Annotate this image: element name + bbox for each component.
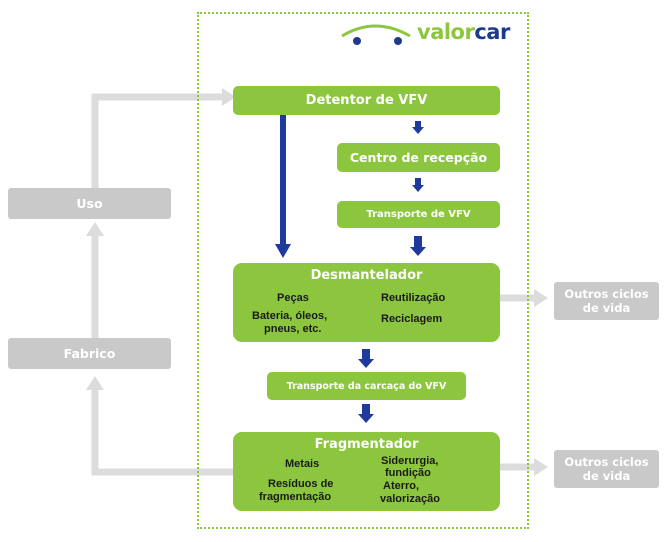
box-centro-label: Centro de recepção — [349, 150, 488, 165]
fabrico-to-uso-arrowhead — [86, 222, 104, 236]
logo-part1: valor — [417, 20, 475, 44]
box-uso-label: Uso — [76, 196, 103, 211]
uso-to-detentor-arrowhead — [222, 88, 236, 106]
small-blue-arrow-3 — [410, 236, 426, 256]
desmantelador-to-outros-arrowhead — [534, 289, 548, 307]
uso-to-detentor-line — [91, 93, 228, 188]
box-fragmentador — [233, 432, 500, 511]
detentor-to-desmantelador-arrowhead — [275, 244, 291, 258]
box-fabrico: Fabrico — [8, 338, 171, 369]
valorcar-system-frame — [197, 12, 529, 529]
outros2-line1: Outros ciclos — [564, 455, 649, 469]
box-centro-recepcao: Centro de recepção — [337, 143, 500, 172]
desmantelador-pecas: Peças — [277, 292, 309, 304]
valorcar-logo: valorcar — [417, 20, 510, 44]
logo-part2: car — [474, 20, 510, 44]
box-transporte-vfv: Transporte de VFV — [337, 201, 500, 228]
fragmentador-title: Fragmentador — [314, 437, 419, 452]
box-detentor-label: Detentor de VFV — [305, 93, 428, 108]
fragmentador-siderurgia-2: fundição — [385, 467, 431, 479]
fragmentador-aterro-1: Aterro, — [383, 480, 420, 492]
fragmentador-residuos-2: fragmentação — [259, 491, 332, 503]
desmantelador-bateria-1: Bateria, óleos, — [252, 310, 328, 322]
small-blue-arrow-5 — [358, 404, 374, 423]
box-transporte-carcaca: Transporte da carcaça do VFV — [267, 372, 466, 400]
box-outros-ciclos-2: Outros ciclos de vida — [554, 450, 659, 488]
desmantelador-bateria-2: pneus, etc. — [264, 323, 322, 335]
box-outros-ciclos-1: Outros ciclos de vida — [554, 282, 659, 320]
outros1-line2: de vida — [582, 301, 631, 315]
fragmentador-metais: Metais — [285, 458, 320, 470]
box-transporte-carcaca-label: Transporte da carcaça do VFV — [286, 380, 447, 392]
valorcar-logo-icon — [341, 24, 411, 45]
small-blue-arrow-2 — [412, 178, 424, 192]
fragmentador-aterro-2: valorização — [380, 493, 440, 505]
fragmentador-siderurgia-1: Siderurgia, — [381, 455, 439, 467]
outros2-line2: de vida — [582, 469, 631, 483]
outros1-line1: Outros ciclos — [564, 287, 649, 301]
fragmentador-to-outros-arrowhead — [534, 458, 548, 476]
box-desmantelador — [233, 263, 500, 342]
fragmentador-to-fabrico-arrowhead — [86, 376, 104, 390]
box-uso: Uso — [8, 188, 171, 219]
box-fabrico-label: Fabrico — [63, 346, 116, 361]
desmantelador-reutilizacao: Reutilização — [381, 292, 446, 304]
box-transporte-vfv-label: Transporte de VFV — [366, 209, 471, 220]
box-detentor: Detentor de VFV — [233, 86, 500, 115]
desmantelador-reciclagem: Reciclagem — [381, 313, 443, 325]
desmantelador-title: Desmantelador — [310, 268, 423, 283]
small-blue-arrow-1 — [412, 121, 424, 134]
fragmentador-to-fabrico-line — [91, 388, 235, 476]
small-blue-arrow-4 — [358, 349, 374, 368]
fragmentador-residuos-1: Resíduos de — [268, 478, 334, 490]
